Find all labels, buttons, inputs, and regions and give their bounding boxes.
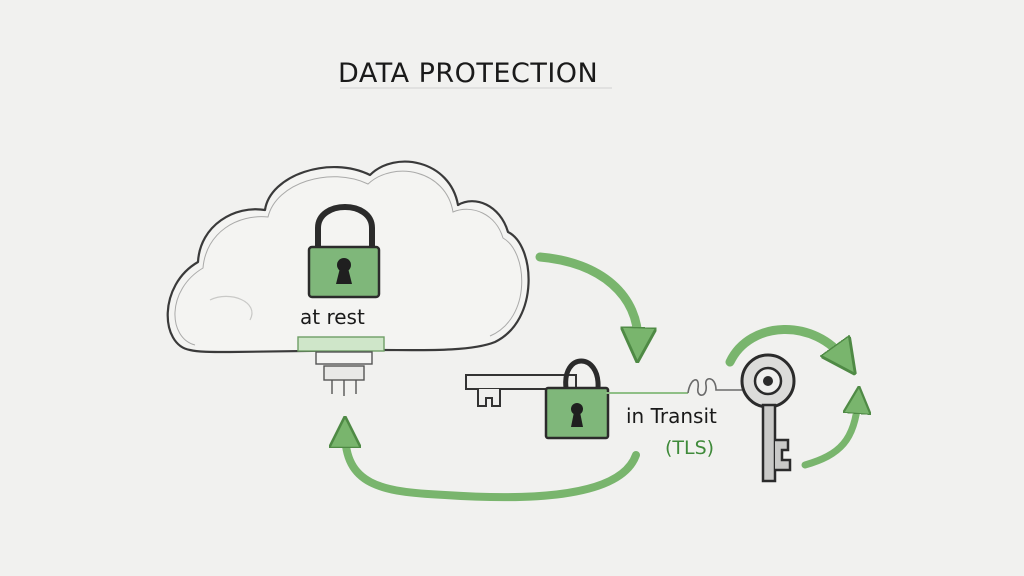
key-icon xyxy=(740,353,796,483)
arrow-icon xyxy=(345,432,640,502)
transit-line xyxy=(606,378,742,396)
padlock-icon xyxy=(307,204,381,299)
key-icon xyxy=(465,358,601,407)
arrow-icon xyxy=(725,325,845,362)
tls-label: (TLS) xyxy=(665,437,715,459)
diagram-title: DATA PROTECTION xyxy=(338,58,599,89)
in-transit-label: in Transit xyxy=(626,404,717,428)
storage-base-icon xyxy=(297,336,385,396)
at-rest-label: at rest xyxy=(300,305,365,329)
padlock-icon xyxy=(544,386,610,440)
arrow-icon xyxy=(801,400,858,469)
arrow-icon xyxy=(535,252,638,345)
